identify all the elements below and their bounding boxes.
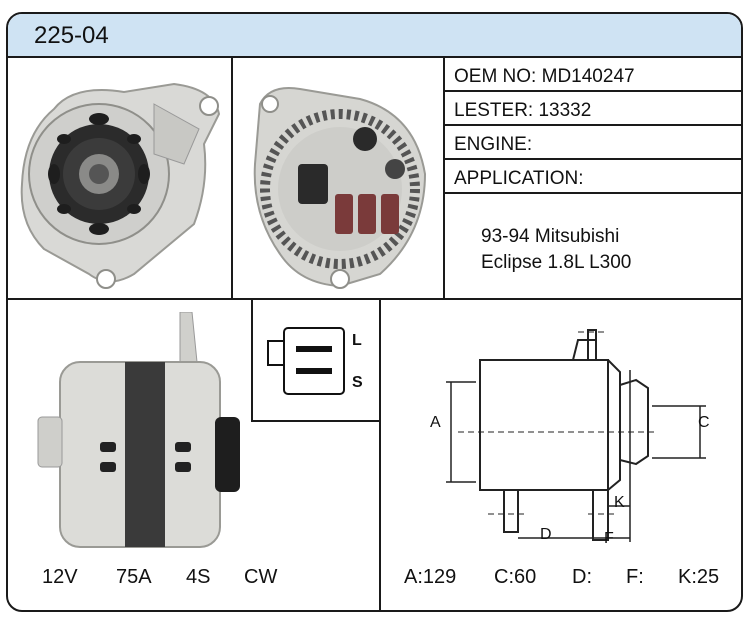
engine-row: ENGINE: — [454, 134, 532, 156]
application-row: APPLICATION: — [454, 168, 584, 190]
part-number: 225-04 — [34, 22, 109, 49]
dimension-k: K:25 — [678, 566, 720, 588]
application-label: APPLICATION: — [454, 168, 584, 189]
oem-label: OEM NO: — [454, 66, 537, 87]
dimension-f: F: — [626, 566, 644, 588]
engine-label: ENGINE: — [454, 134, 533, 155]
dimension-drawing — [446, 329, 706, 542]
dimension-a-label: A — [430, 414, 441, 431]
dimension-c: C:60 — [494, 566, 537, 588]
connector-pin-l: L — [352, 332, 362, 349]
connector-box — [251, 298, 381, 422]
dimension-k-label: K — [614, 494, 625, 511]
lester-row: LESTER: 13332 — [454, 100, 591, 122]
rotation-rating: CW — [244, 566, 278, 588]
oem-row: OEM NO: MD140247 — [454, 66, 635, 88]
divider — [443, 58, 445, 300]
oem-value: MD140247 — [541, 66, 635, 87]
dimension-c-label: C — [698, 414, 710, 431]
product-sheet: 225-04 OEM NO: MD140247 LESTER: 13332 EN… — [6, 12, 743, 612]
divider — [443, 90, 741, 92]
divider — [379, 298, 381, 610]
application-line-1: 93-94 Mitsubishi — [481, 226, 620, 247]
alternator-rear-photo — [253, 87, 427, 289]
divider — [443, 158, 741, 160]
voltage-rating: 12V — [42, 566, 78, 588]
lester-value: 13332 — [538, 100, 592, 121]
application-line-2: Eclipse 1.8L L300 — [481, 252, 632, 273]
alternator-side-photo — [37, 312, 240, 548]
lester-label: LESTER: — [454, 100, 534, 121]
connector-diagram — [267, 327, 345, 395]
dimension-f-label: F — [604, 530, 614, 547]
amperage-rating: 75A — [116, 566, 152, 588]
dimension-d-label: D — [540, 526, 552, 543]
divider — [443, 124, 741, 126]
dimension-d: D: — [572, 566, 592, 588]
divider — [8, 298, 741, 300]
alternator-front-photo — [20, 82, 221, 289]
groove-rating: 4S — [186, 566, 211, 588]
divider — [443, 192, 741, 194]
dimension-a: A:129 — [404, 566, 457, 588]
header-bar: 225-04 — [8, 14, 741, 58]
divider — [231, 58, 233, 300]
connector-pin-s: S — [352, 374, 363, 391]
